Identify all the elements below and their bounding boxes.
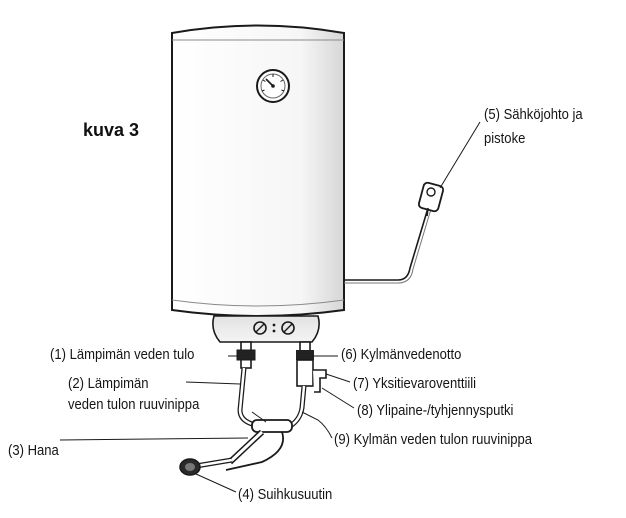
leader-lines — [59, 355, 355, 493]
label-check-valve: (7) Yksitievaroventtiili — [353, 376, 477, 392]
leader-power-cord — [439, 121, 481, 189]
label-cold-water-nipple: (9) Kylmän veden tulon ruuvinippa — [334, 432, 533, 448]
mixer-tap — [225, 419, 293, 471]
label-shower-head: (4) Suihkusuutin — [238, 487, 333, 503]
label-cold-water-inlet: (6) Kylmänvedenotto — [341, 347, 462, 363]
label-hot-water-nipple-line2: veden tulon ruuvinippa — [68, 397, 200, 413]
label-hot-water-nipple-line1: (2) Lämpimän — [68, 376, 149, 392]
hot-water-pipe — [236, 341, 256, 427]
water-heater-tank — [171, 24, 345, 317]
tank-bottom-seam — [171, 299, 345, 307]
label-hot-water-outlet: (1) Lämpimän veden tulo — [50, 347, 195, 363]
label-power-cord-line1: (5) Sähköjohto ja — [484, 107, 583, 123]
knob-icon — [253, 321, 267, 335]
power-plug-icon — [417, 181, 445, 217]
label-power-cord-line2: pistoke — [484, 131, 526, 147]
indicator-dots — [272, 323, 276, 333]
figure-title: kuva 3 — [83, 120, 140, 140]
label-overflow-pipe: (8) Ylipaine-/tyhjennysputki — [357, 403, 514, 419]
cold-water-pipe — [288, 341, 327, 429]
label-tap: (3) Hana — [8, 443, 59, 459]
shower-head-icon — [179, 457, 233, 476]
knob-icon — [281, 321, 295, 335]
thermometer-gauge-icon — [256, 69, 290, 103]
power-cord — [344, 207, 429, 281]
